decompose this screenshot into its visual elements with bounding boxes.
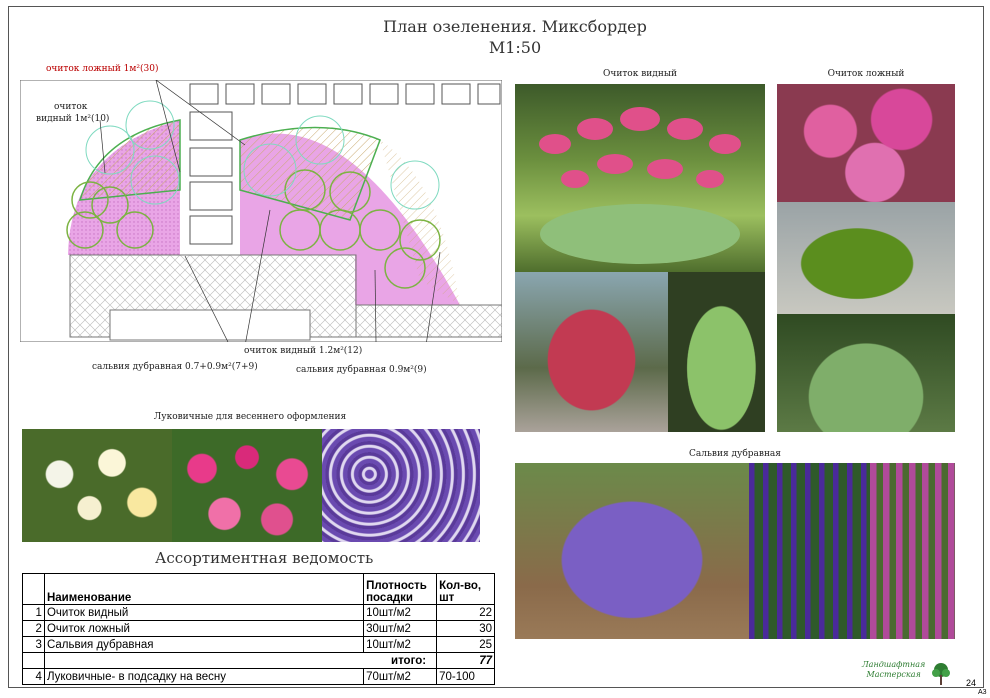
table-title: Ассортиментная ведомость [155,549,374,567]
photo-sedum-showy-red [515,272,668,432]
label-sedum-false-30: очиток ложный 1м²(30) [46,64,159,74]
row-density: 70шт/м2 [363,668,438,685]
header-qty: Кол-во,шт [436,573,495,605]
photo-sedum-false-top [777,84,955,202]
photo-salvia-bush [515,463,749,639]
page-number: 24 [966,678,977,688]
table-row: 2 Очиток ложный 30шт/м2 30 [22,620,495,637]
header-qty-line2: шт [439,592,455,604]
row-qty: 70-100 [436,668,495,685]
photo-daffodils [22,429,172,542]
header-density-line2: посадки [366,592,413,604]
photo-tulips [172,429,322,542]
caption-sedum-false: Очиток ложный [827,69,905,79]
title-line-1: План озеленения. Миксбордер [383,17,647,36]
shrub-circles [66,169,441,289]
page-title: План озеленения. Миксбордер М1:50 [340,16,690,58]
caption-sedum-showy: Очиток видный [603,69,677,79]
photo-sedum-showy-leaves [668,272,765,432]
photo-crocuses [322,429,480,542]
leader-lines [99,80,441,342]
label-sedum-showy-12: очиток видный 1.2м²(12) [244,346,363,356]
table-total-row: итого: 77 [22,652,495,669]
total-value: 77 [436,652,495,669]
row-qty: 22 [436,604,495,621]
photo-sedum-false-bottom [777,314,955,432]
row-index: 4 [22,668,45,685]
photo-salvia-spikes [749,463,870,639]
table-row: 1 Очиток видный 10шт/м2 22 [22,604,495,621]
sheet-format: А3 [978,689,987,696]
photo-sedum-false-mid [777,202,955,314]
table-row: 4 Луковичные- в подсадку на весну 70шт/м… [22,668,495,685]
logo-line-2: Мастерская [866,670,921,679]
table-row: 3 Сальвия дубравная 10шт/м2 25 [22,636,495,653]
sheet-frame [8,6,984,688]
logo-line-1: Ландшафтная [862,660,926,669]
row-density: 10шт/м2 [363,604,438,621]
label-salvia-7-9: сальвия дубравная 0.7+0.9м²(7+9) [92,362,258,372]
title-line-2: М1:50 [488,38,542,57]
planting-plan [20,80,502,342]
row-name: Сальвия дубравная [43,636,365,653]
row-qty: 25 [436,636,495,653]
row-name: Очиток видный [43,604,365,621]
row-index: 3 [22,636,45,653]
row-index: 1 [22,604,45,621]
label-sedum-showy-a: очиток [54,102,88,112]
header-qty-line1: Кол-во, [439,580,482,592]
photo-sedum-showy-main [515,84,765,272]
path-stones [189,111,233,245]
label-sedum-showy-b: видный 1м²(10) [36,114,110,124]
grass-bursts [85,100,440,210]
row-name: Очиток ложный [43,620,365,637]
caption-bulbs: Луковичные для весеннего оформления [153,412,347,422]
label-salvia-9: сальвия дубравная 0.9м²(9) [296,365,427,375]
total-empty [22,652,45,669]
row-qty: 30 [436,620,495,637]
row-density: 30шт/м2 [363,620,438,637]
total-label: итого: [43,652,438,669]
tree-icon [932,663,950,685]
row-index: 2 [22,620,45,637]
row-density: 10шт/м2 [363,636,438,653]
row-name: Луковичные- в подсадку на весну [43,668,365,685]
header-name: Наименование [43,573,365,605]
company-logo: Ландшафтная Мастерская [862,660,925,680]
header-density-line1: Плотность [366,580,427,592]
photo-salvia-pink [870,463,955,639]
caption-salvia: Сальвия дубравная [689,449,781,459]
header-index [22,573,45,605]
top-paving [189,83,501,105]
